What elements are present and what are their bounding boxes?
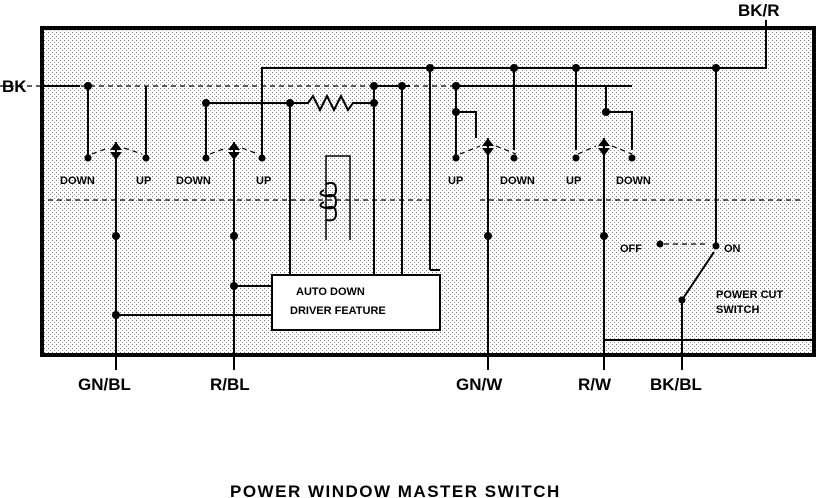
junction-dot <box>112 311 120 319</box>
terminal-dot <box>258 154 266 162</box>
junction-dot <box>602 108 610 116</box>
terminal-dot <box>678 296 686 304</box>
junction-dot <box>712 64 720 72</box>
sw4-up-label: UP <box>566 175 581 187</box>
right-bus-branch-4 <box>605 86 633 150</box>
junction-dot <box>112 232 120 240</box>
terminal-dot <box>202 154 210 162</box>
wire-label-r-w: R/W <box>578 375 612 394</box>
junction-dot <box>286 99 294 107</box>
junction-dot <box>230 232 238 240</box>
sw1-blade-right <box>123 147 143 155</box>
terminal-dot <box>572 154 580 162</box>
sw1-contact <box>110 142 122 160</box>
junction-dot <box>510 64 518 72</box>
junction-dot <box>370 99 378 107</box>
junction-dot <box>370 82 378 90</box>
sw1-up-label: UP <box>136 175 151 187</box>
coil-frame <box>325 155 351 240</box>
sw2-blade-left <box>209 147 227 155</box>
wire-label-bk-bl: BK/BL <box>650 375 702 394</box>
sw4-contact <box>598 138 610 156</box>
junction-dot <box>452 108 460 116</box>
sw4-blade-left <box>577 145 597 155</box>
sw2-up-label: UP <box>256 175 271 187</box>
auto-down-box <box>271 274 441 331</box>
power-cut-on-label: ON <box>724 243 741 255</box>
resistor <box>290 93 374 113</box>
sw3-blade-left <box>459 145 481 155</box>
junction-dot <box>398 82 406 90</box>
auto-down-line2: DRIVER FEATURE <box>290 305 386 317</box>
terminal-dot <box>712 242 720 250</box>
junction-dot <box>484 232 492 240</box>
terminal-dot <box>84 154 92 162</box>
junction-dots <box>84 64 720 319</box>
junction-dot <box>230 282 238 290</box>
wire-label-bk: BK <box>2 77 27 96</box>
junction-dot <box>202 99 210 107</box>
wire-label-gn-w: GN/W <box>456 375 503 394</box>
junction-dot <box>572 64 580 72</box>
coil <box>319 181 338 222</box>
power-cut-line1: POWER CUT <box>716 289 784 301</box>
terminal-dot <box>628 154 636 162</box>
wire-label-r-bl: R/BL <box>210 375 250 394</box>
sw1-down-label: DOWN <box>60 175 95 187</box>
terminal-dot <box>452 154 460 162</box>
sw2-contact <box>228 142 240 160</box>
junction-dot <box>426 64 434 72</box>
right-bus-branch <box>455 86 477 138</box>
sw2-blade-right <box>241 147 259 155</box>
power-cut-enclosure <box>603 339 812 355</box>
sw3-down-label: DOWN <box>500 175 535 187</box>
sw1-blade-left <box>91 147 109 155</box>
sw3-blade-right <box>495 145 517 155</box>
terminal-dot <box>142 154 150 162</box>
junction-dot <box>452 82 460 90</box>
terminal-dot <box>510 154 518 162</box>
diagram-title: POWER WINDOW MASTER SWITCH <box>230 482 561 498</box>
sw3-contact <box>482 138 494 156</box>
sw2-down-label: DOWN <box>176 175 211 187</box>
power-cut-off-label: OFF <box>620 243 642 255</box>
junction-dot <box>84 82 92 90</box>
junction-dot <box>600 232 608 240</box>
sw3-up-label: UP <box>448 175 463 187</box>
terminal-dot <box>656 240 664 248</box>
power-cut-blade <box>681 251 715 301</box>
wire-label-gn-bl: GN/BL <box>78 375 131 394</box>
power-cut-line2: SWITCH <box>716 304 759 316</box>
auto-down-line1: AUTO DOWN <box>296 286 365 298</box>
sw4-down-label: DOWN <box>616 175 651 187</box>
sw4-blade-right <box>611 145 633 155</box>
wire-label-bk-r: BK/R <box>738 1 780 20</box>
